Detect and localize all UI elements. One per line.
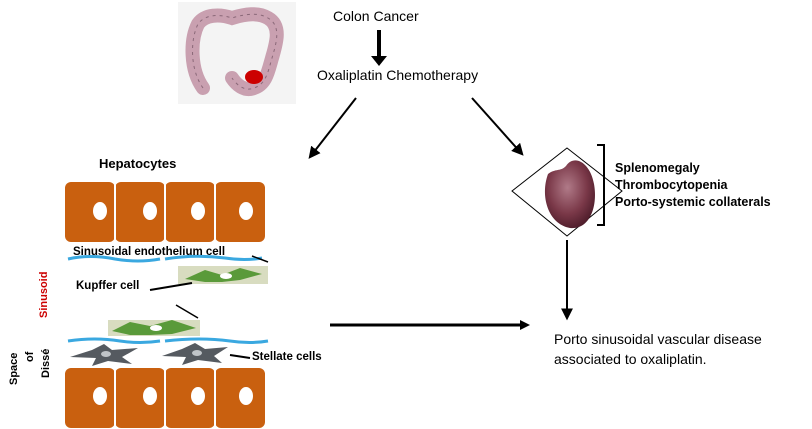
of-label: of (24, 351, 36, 362)
arrow-chemo-to-liver (308, 97, 357, 159)
spleen-effects-list: Splenomegaly Thrombocytopenia Porto-syst… (615, 160, 771, 211)
space-label: Space (8, 352, 20, 385)
arrow-chemo-to-spleen (471, 97, 524, 156)
endothelium-bottom (67, 337, 269, 344)
pointer-endothelium (251, 255, 269, 263)
hepatocyte-row-bottom (65, 368, 265, 428)
endothelium-label: Sinusoidal endothelium cell (73, 246, 226, 258)
chemotherapy-label: Oxaliplatin Chemotherapy (317, 67, 479, 83)
kupffer-cell-top (178, 266, 268, 284)
pointer-stellate (229, 354, 251, 359)
effect-splenomegaly: Splenomegaly (615, 161, 700, 175)
hepatocyte-row-top (65, 182, 265, 242)
kupffer-cell-bottom (108, 320, 200, 336)
colon-image (178, 2, 296, 104)
hepatocytes-label: Hepatocytes (99, 156, 177, 171)
endothelium-top (67, 254, 263, 263)
effect-thrombocytopenia: Thrombocytopenia (615, 178, 728, 192)
tumor-mark (245, 70, 263, 84)
effects-bracket (597, 144, 605, 226)
result-label: Porto sinusoidal vascular disease associ… (554, 331, 762, 367)
stellate-label: Stellate cells (252, 351, 322, 363)
disse-label: Dissé (40, 348, 52, 378)
spleen-image (511, 147, 623, 237)
stellate-cells (70, 343, 228, 366)
pointer-kupffer (149, 282, 193, 291)
sinusoid-label: Sinusoid (38, 271, 50, 318)
kupffer-label: Kupffer cell (76, 280, 140, 292)
colon-cancer-label: Colon Cancer (333, 8, 419, 24)
effect-collaterals: Porto-systemic collaterals (615, 195, 771, 209)
